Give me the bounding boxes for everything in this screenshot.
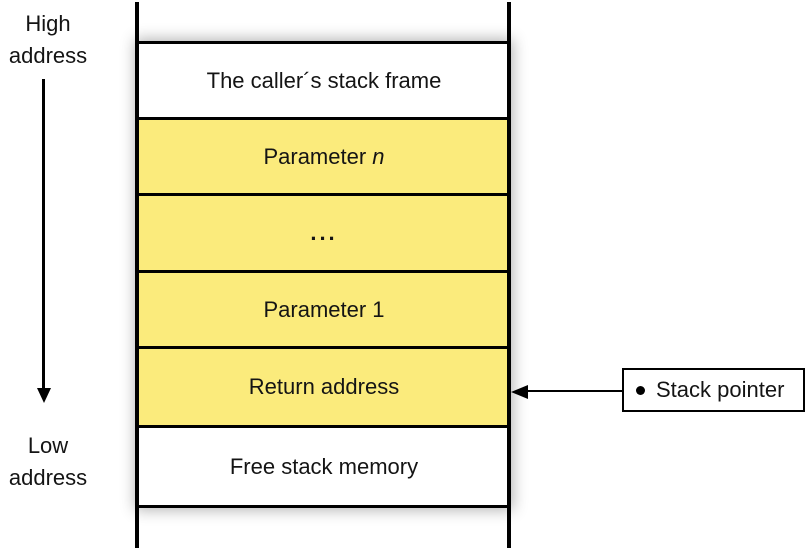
cell-free-stack-memory: Free stack memory (137, 425, 511, 508)
stack-left-rail-line (135, 2, 139, 548)
stack-block: The caller´s stack frame Parameter n ...… (137, 41, 511, 508)
high-address-line1: High (25, 11, 71, 36)
pointer-bullet-icon (636, 385, 645, 395)
low-address-line1: Low (27, 433, 69, 458)
cell-return-address-label: Return address (248, 374, 400, 399)
stack-pointer-arrow-line (528, 390, 624, 392)
stack-pointer-box: Stack pointer (622, 368, 805, 412)
low-address-label: Low address (0, 430, 96, 494)
cell-return-address: Return address (137, 346, 511, 425)
cell-parameter-n-text: Parameter (263, 143, 373, 169)
high-address-label: High address (0, 8, 96, 72)
cell-ellipsis: ... (137, 193, 511, 270)
cell-parameter-n-label: Parameter n (263, 144, 384, 170)
cell-parameter-n-italic: n (372, 143, 385, 169)
low-address-line2: address (8, 465, 88, 490)
cell-caller-stack-frame-label: The caller´s stack frame (206, 67, 442, 93)
stack-pointer-label: Stack pointer (656, 377, 785, 402)
down-arrow-icon (37, 388, 51, 403)
cell-ellipsis-label: ... (310, 220, 338, 245)
address-direction-arrow-line (42, 79, 45, 389)
high-address-line2: address (8, 43, 88, 68)
cell-caller-stack-frame: The caller´s stack frame (137, 41, 511, 117)
cell-parameter-n: Parameter n (137, 117, 511, 193)
cell-free-stack-memory-label: Free stack memory (229, 453, 419, 479)
cell-parameter-1-label: Parameter 1 (263, 296, 385, 322)
left-arrow-icon (511, 385, 528, 399)
stack-right-rail-line (507, 2, 511, 548)
cell-parameter-1: Parameter 1 (137, 270, 511, 346)
